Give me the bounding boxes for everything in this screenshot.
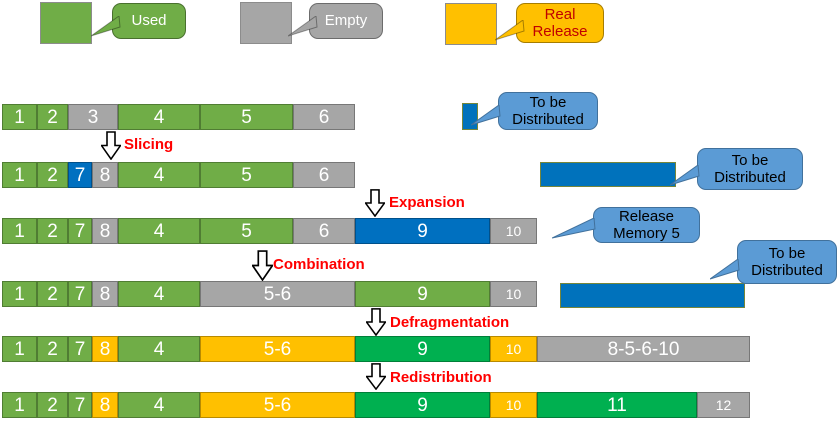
memory-segment: 2 (37, 218, 68, 244)
memory-segment: 5 (200, 218, 293, 244)
memory-segment: 10 (490, 281, 537, 307)
callout-label: Distributed (512, 111, 584, 128)
memory-segment: 1 (2, 392, 37, 418)
memory-segment: 5-6 (200, 281, 355, 307)
memory-segment: 4 (118, 162, 200, 188)
to-be-distributed-block-small (462, 103, 478, 130)
memory-segment: 7 (68, 218, 92, 244)
memory-segment: 9 (355, 336, 490, 362)
memory-segment: 4 (118, 218, 200, 244)
callout-label: Release (618, 207, 675, 225)
to-be-distributed-block-medium (540, 162, 676, 187)
bubble-tail-icon (287, 14, 318, 37)
step-label-expansion: Expansion (389, 194, 465, 211)
memory-segment: 2 (37, 104, 68, 130)
memory-segment: 1 (2, 218, 37, 244)
slicing-arrow-icon (99, 131, 123, 161)
memory-segment: 7 (68, 162, 92, 188)
bubble-tail-icon (709, 257, 740, 280)
memory-segment: 4 (118, 281, 200, 307)
memory-segment: 9 (355, 392, 490, 418)
step-label-combination: Combination (273, 256, 365, 273)
callout-label: Memory 5 (613, 225, 680, 242)
memory-segment: 9 (355, 281, 490, 307)
memory-segment: 5-6 (200, 336, 355, 362)
memory-segment: 4 (118, 104, 200, 130)
memory-segment: 7 (68, 392, 92, 418)
memory-segment: 2 (37, 162, 68, 188)
memory-segment: 7 (68, 336, 92, 362)
callout-label: To be (731, 151, 769, 169)
memory-segment: 5 (200, 162, 293, 188)
bubble-tail-icon (551, 216, 596, 239)
to-be-distributed-block-large (560, 283, 745, 308)
memory-segment: 4 (118, 392, 200, 418)
legend-swatch-used (40, 2, 92, 44)
step-label-redistribution: Redistribution (390, 369, 492, 386)
bubble-tail-icon (90, 14, 121, 37)
memory-segment: 5 (200, 104, 293, 130)
legend-swatch-empty (240, 2, 292, 44)
memory-segment: 9 (355, 218, 490, 244)
memory-segment: 10 (490, 336, 537, 362)
combination-arrow-icon (250, 250, 275, 282)
memory-segment: 10 (490, 392, 537, 418)
memory-segment: 8 (92, 218, 118, 244)
legend-label-used: Used (131, 12, 167, 30)
legend-label-release: Real (544, 5, 576, 23)
expansion-arrow-icon (363, 189, 387, 218)
callout-label: Distributed (714, 169, 786, 186)
step-label-defragmentation: Defragmentation (390, 314, 510, 331)
memory-segment: 11 (537, 392, 697, 418)
redistribution-arrow-icon (364, 363, 388, 391)
memory-segment: 1 (2, 162, 37, 188)
callout-label: To be (768, 244, 806, 262)
step-label-slicing: Slicing (124, 136, 174, 153)
legend-label-empty: Empty (324, 12, 368, 30)
memory-segment: 6 (293, 218, 355, 244)
memory-segment: 2 (37, 281, 68, 307)
legend-swatch-release (445, 3, 497, 45)
memory-segment: 5-6 (200, 392, 355, 418)
memory-segment: 7 (68, 281, 92, 307)
memory-segment: 1 (2, 104, 37, 130)
memory-segment: 2 (37, 392, 68, 418)
legend-label-release: Release (532, 23, 588, 40)
legend-bubble-used: Used (90, 3, 186, 39)
memory-segment: 6 (293, 104, 355, 130)
legend-bubble-empty: Empty (287, 3, 383, 39)
memory-segment: 8 (92, 162, 118, 188)
memory-segment: 4 (118, 336, 200, 362)
memory-segment: 2 (37, 336, 68, 362)
callout-label: Distributed (751, 262, 823, 279)
memory-segment: 1 (2, 281, 37, 307)
memory-segment: 12 (697, 392, 750, 418)
memory-segment: 8-5-6-10 (537, 336, 750, 362)
memory-segment: 3 (68, 104, 118, 130)
defragmentation-arrow-icon (364, 308, 388, 337)
memory-segment: 8 (92, 336, 118, 362)
memory-segment: 1 (2, 336, 37, 362)
bubble-tail-icon (494, 18, 525, 41)
memory-segment: 6 (293, 162, 355, 188)
memory-segment: 8 (92, 281, 118, 307)
callout-label: To be (529, 93, 567, 111)
memory-segment: 10 (490, 218, 537, 244)
memory-segment: 8 (92, 392, 118, 418)
